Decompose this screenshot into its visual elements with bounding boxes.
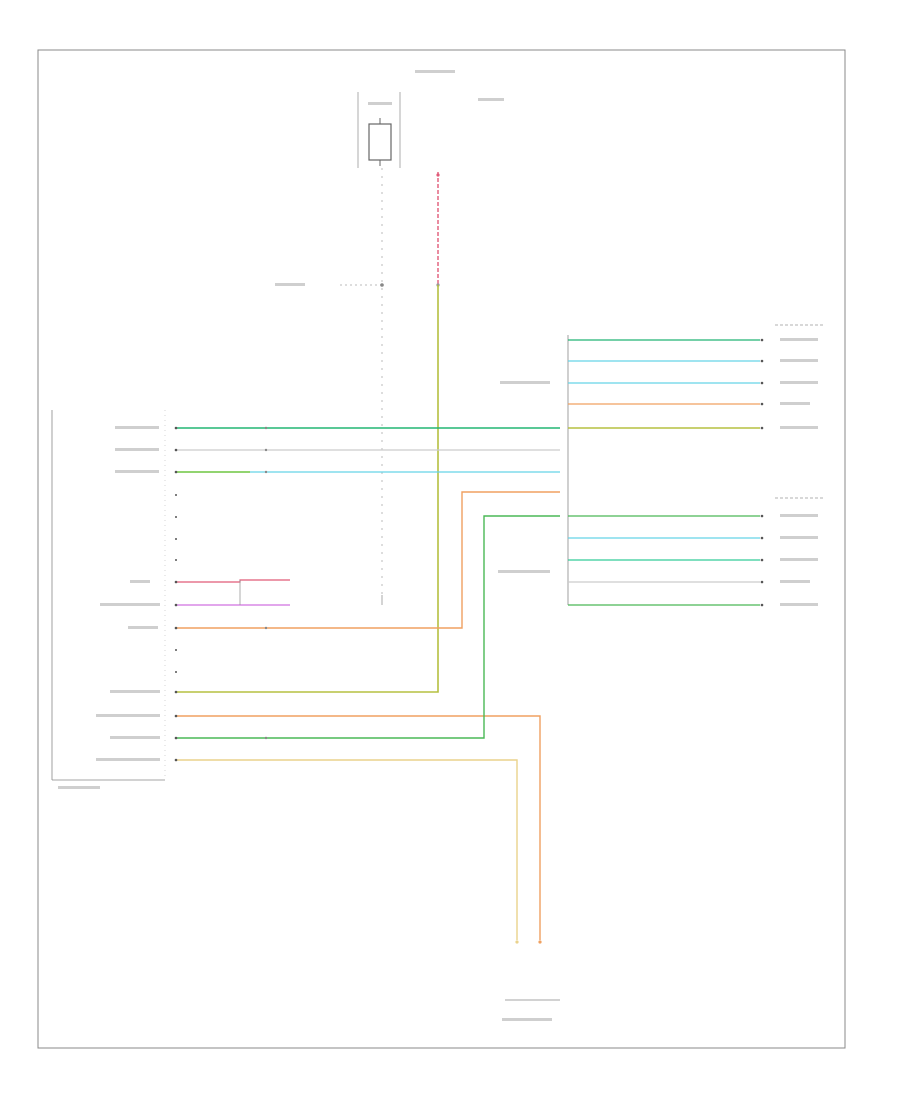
- faint-label-marks: [58, 70, 818, 1021]
- wire-green-2: [176, 515, 560, 739]
- wire-tan: [176, 759, 518, 940]
- wire-power-yellow-green: [176, 285, 439, 693]
- wire-orange-2: [176, 715, 541, 940]
- switch-icon: [368, 123, 392, 161]
- left-connector: [51, 410, 166, 781]
- right-terminals: [760, 338, 764, 607]
- fuse-terminal-dot: [436, 173, 440, 177]
- top-switch-component: [357, 92, 401, 168]
- wire-red-short: [176, 579, 290, 583]
- splice-dot: [380, 283, 384, 287]
- diagram-frame: [37, 49, 846, 1049]
- bottom-connector: [505, 940, 560, 1001]
- wire-orange-1: [176, 491, 560, 629]
- left-terminals: [174, 426, 178, 762]
- wire-splices: [264, 426, 268, 740]
